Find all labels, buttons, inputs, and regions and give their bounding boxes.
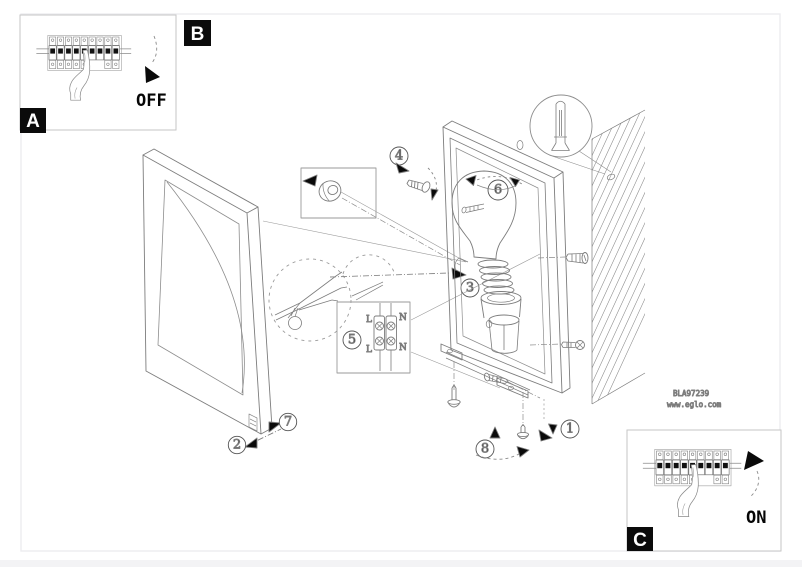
off-arrow-icon bbox=[145, 66, 160, 83]
drill-hole bbox=[606, 173, 616, 181]
wall-anchor-detail bbox=[529, 94, 616, 181]
callout-4-group: 4 bbox=[389, 146, 439, 201]
on-arrow-icon bbox=[744, 451, 764, 470]
terminal-label-l-bottom: L bbox=[366, 345, 372, 355]
page-frame bbox=[20, 13, 781, 552]
arrow-right-down-icon bbox=[538, 429, 553, 442]
wall-screw-bottom bbox=[529, 340, 585, 350]
arrow-down-icon bbox=[430, 188, 439, 201]
terminal-label-n-bottom: N bbox=[399, 343, 407, 353]
step-b-letter: B bbox=[191, 24, 205, 45]
rotate-left-arrow-icon bbox=[465, 175, 477, 186]
arrow-left-icon bbox=[302, 174, 318, 187]
watermark-website: www.eglo.com bbox=[667, 400, 722, 409]
bottom-screw-left bbox=[447, 362, 461, 408]
lamp-frame bbox=[440, 120, 571, 399]
on-arrow-curve bbox=[749, 470, 760, 498]
panel-step-c: ON C bbox=[626, 429, 782, 552]
callout-2: 2 bbox=[233, 438, 241, 453]
wall bbox=[591, 109, 646, 405]
grommet bbox=[318, 180, 342, 202]
callout-8: 8 bbox=[481, 442, 489, 457]
panel-step-a: OFF A bbox=[19, 14, 177, 133]
off-arrow-curve bbox=[150, 35, 158, 65]
wall-plug bbox=[551, 100, 570, 151]
callout-7: 7 bbox=[284, 415, 292, 430]
lamp-socket bbox=[454, 257, 522, 354]
terminal-label-n-top: N bbox=[399, 313, 407, 323]
step-b-badge bbox=[184, 20, 211, 46]
callout-1: 1 bbox=[566, 422, 574, 437]
arrow-right-icon bbox=[451, 267, 467, 280]
front-cover bbox=[142, 148, 273, 435]
watermark-model: BLA97239 bbox=[673, 389, 709, 398]
wall-screw-top bbox=[537, 252, 589, 264]
arrow-down-icon bbox=[548, 423, 558, 435]
wire-detail bbox=[268, 258, 352, 342]
cross-screw bbox=[483, 372, 541, 399]
arrow-up-icon bbox=[489, 426, 501, 439]
arrow-right-icon bbox=[516, 446, 530, 458]
bottom-screw-right bbox=[516, 392, 530, 440]
terminal-label-l-top: L bbox=[366, 315, 372, 325]
callout-5: 5 bbox=[348, 333, 356, 348]
grommet-detail-box bbox=[262, 167, 467, 266]
step-c-letter: C bbox=[633, 530, 647, 551]
off-label: OFF bbox=[136, 91, 167, 111]
exploded-view: 2 7 4 bbox=[142, 94, 722, 460]
step-a-badge bbox=[20, 108, 46, 133]
footer-strip bbox=[0, 560, 802, 567]
step-a-letter: A bbox=[26, 111, 40, 132]
callout-8-group: 8 bbox=[475, 426, 530, 460]
mounting-tab bbox=[496, 377, 529, 399]
callout-1-group: 1 bbox=[538, 399, 580, 442]
mounting-screw bbox=[406, 179, 431, 193]
bulb-contact-screw bbox=[461, 203, 485, 214]
wire-end-detail bbox=[342, 254, 395, 301]
step-c-badge bbox=[627, 527, 653, 551]
mounting-tab bbox=[440, 343, 463, 361]
terminal-block bbox=[373, 303, 397, 371]
socket-clip bbox=[454, 257, 469, 272]
bulb: 6 bbox=[451, 170, 523, 260]
callout-3-group: 3 bbox=[329, 267, 480, 298]
label-sticker bbox=[248, 413, 258, 432]
arrow-down-right-icon bbox=[395, 162, 410, 174]
panel-step-b: B bbox=[184, 20, 211, 46]
callout-4: 4 bbox=[395, 149, 403, 164]
terminal-detail-box: 5 L N L N bbox=[336, 253, 541, 389]
on-label: ON bbox=[746, 508, 766, 528]
callout-2-7-group: 2 7 bbox=[227, 412, 298, 455]
arrow-right-icon bbox=[268, 421, 282, 433]
arrow-left-icon bbox=[244, 437, 258, 449]
rotate-right-arrow-icon bbox=[509, 177, 520, 187]
callout-3: 3 bbox=[466, 281, 474, 296]
keyhole-slot bbox=[516, 140, 524, 150]
